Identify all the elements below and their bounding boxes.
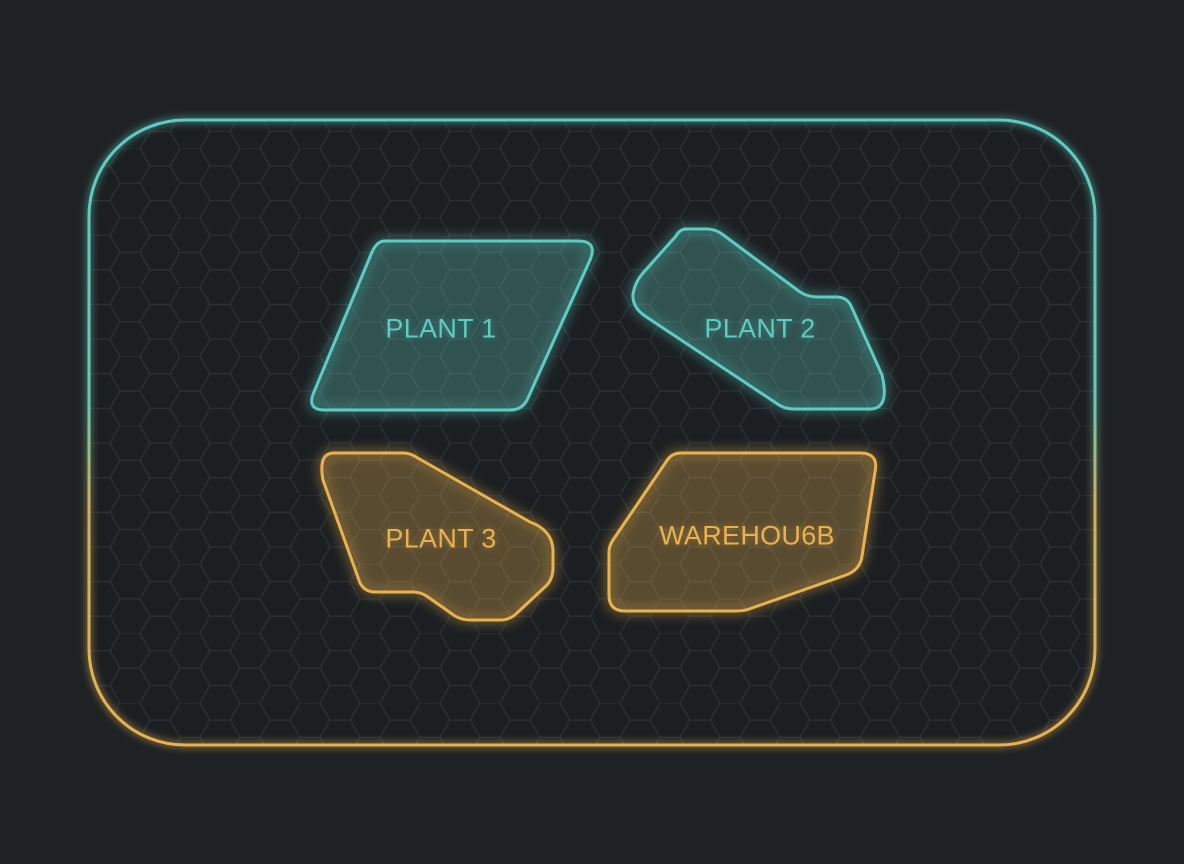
zone-label-warehouse: WAREHOU6B	[659, 520, 835, 551]
zone-plant-3[interactable]	[320, 451, 555, 622]
zone-plant-2[interactable]	[631, 227, 886, 411]
zone-label-plant-2: PLANT 2	[704, 313, 816, 344]
zone-label-plant-3: PLANT 3	[385, 523, 497, 554]
zone-warehouse[interactable]	[607, 451, 878, 613]
zone-plant-1[interactable]	[310, 239, 594, 412]
boundary-border	[87, 118, 1097, 747]
hex-grid-background	[89, 120, 1095, 745]
site-boundary	[87, 118, 1097, 747]
zone-label-plant-1: PLANT 1	[385, 313, 497, 344]
